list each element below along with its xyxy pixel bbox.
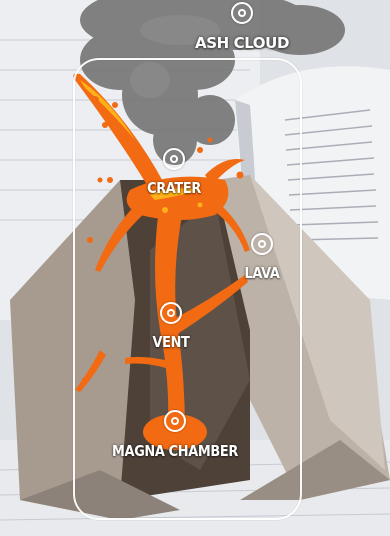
hotspot-vent[interactable]	[160, 302, 182, 324]
label-crater: CRATER	[147, 179, 201, 197]
hotspot-crater[interactable]	[163, 148, 185, 170]
label-magma-chamber: MAGNA CHAMBER	[112, 442, 238, 460]
hotspot-ash-cloud[interactable]	[231, 2, 253, 24]
label-vent: VENT	[152, 333, 189, 351]
label-ash-cloud: ASH CLOUD	[195, 34, 289, 52]
label-lava: LAVA	[244, 264, 279, 282]
hotspot-magma-chamber[interactable]	[164, 410, 186, 432]
hotspot-lava[interactable]	[251, 233, 273, 255]
